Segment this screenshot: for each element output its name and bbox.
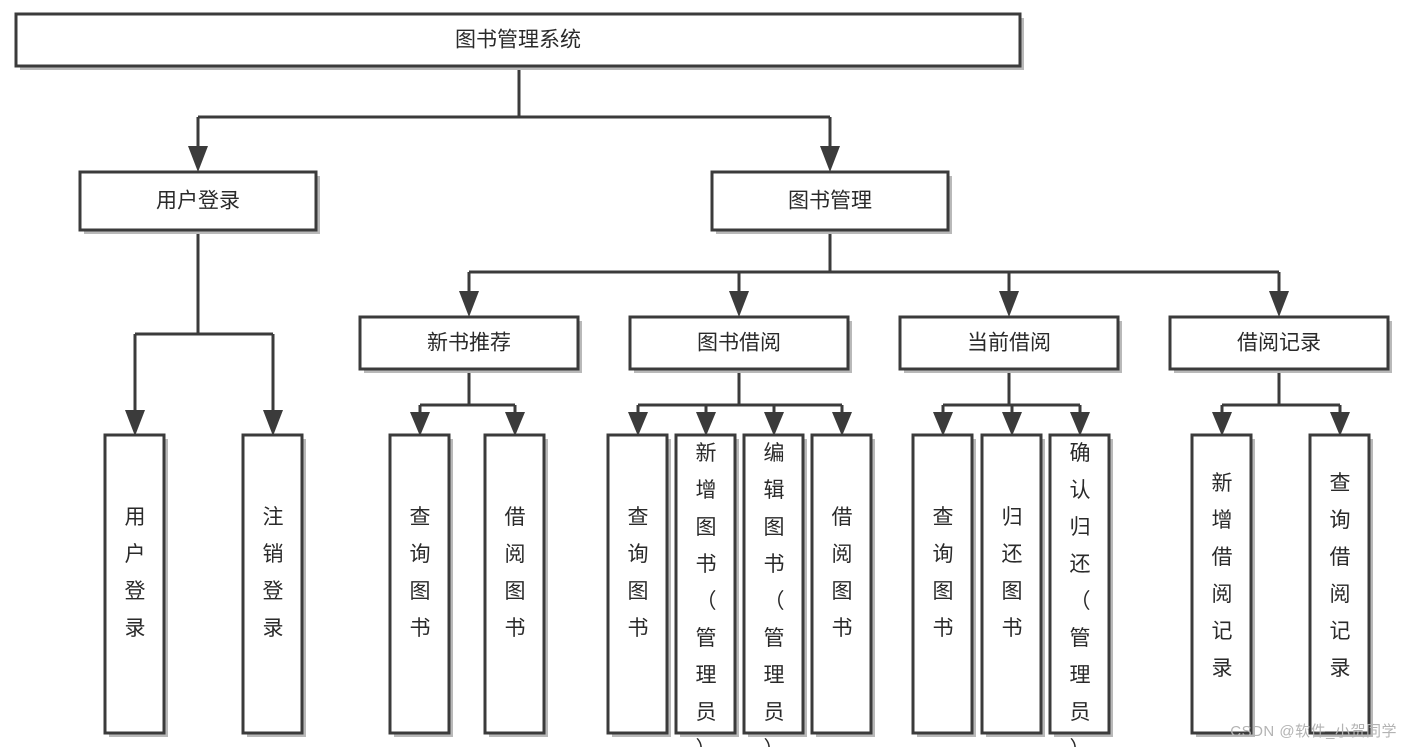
node-new-book-recommend[interactable]: 新书推荐	[358, 315, 582, 373]
leaf-borrow-record-0-label: 新增借阅记录	[1212, 472, 1233, 680]
leaf-book-borrow-1[interactable]: 新增图书（管理员）	[674, 433, 739, 747]
leaf-current-borrow-0[interactable]: 查询图书	[911, 433, 976, 737]
node-user-login-label: 用户登录	[156, 190, 240, 213]
leaf-user-login-0[interactable]: 用户登录	[103, 433, 168, 737]
node-book-management[interactable]: 图书管理	[710, 170, 952, 234]
leaf-book-borrow-3-label: 借阅图书	[832, 506, 853, 640]
csdn-watermark: CSDN @软件_小贺同学	[1230, 723, 1397, 740]
leaf-book-borrow-2-label: 编辑图书（管理员）	[764, 442, 785, 747]
leaf-book-borrow-1-label: 新增图书（管理员）	[696, 442, 717, 747]
node-root-label: 图书管理系统	[455, 29, 581, 52]
leaf-new-book-recommend-0[interactable]: 查询图书	[388, 433, 453, 737]
node-book-borrow[interactable]: 图书借阅	[628, 315, 852, 373]
node-borrow-record-label: 借阅记录	[1237, 332, 1321, 355]
leaf-new-book-recommend-1[interactable]: 借阅图书	[483, 433, 548, 737]
node-new-book-recommend-label: 新书推荐	[427, 332, 511, 355]
leaf-user-login-0-label: 用户登录	[125, 506, 146, 640]
leaf-current-borrow-0-label: 查询图书	[933, 506, 954, 640]
leaf-book-borrow-3[interactable]: 借阅图书	[810, 433, 875, 737]
leaf-user-login-1-label: 注销登录	[263, 506, 284, 640]
node-borrow-record[interactable]: 借阅记录	[1168, 315, 1392, 373]
leaf-borrow-record-1-label: 查询借阅记录	[1330, 472, 1351, 680]
node-root[interactable]: 图书管理系统	[14, 12, 1024, 70]
node-book-borrow-label: 图书借阅	[697, 332, 781, 355]
node-current-borrow[interactable]: 当前借阅	[898, 315, 1122, 373]
leaf-user-login-1[interactable]: 注销登录	[241, 433, 306, 737]
leaf-current-borrow-2-label: 确认归还（管理员）	[1070, 442, 1091, 747]
leaf-current-borrow-1[interactable]: 归还图书	[980, 433, 1045, 737]
leaf-book-borrow-0[interactable]: 查询图书	[606, 433, 671, 737]
arrowhead-layer	[125, 146, 1350, 436]
leaf-current-borrow-2[interactable]: 确认归还（管理员）	[1048, 433, 1113, 747]
leaf-borrow-record-0[interactable]: 新增借阅记录	[1190, 433, 1255, 737]
leaf-current-borrow-1-label: 归还图书	[1002, 506, 1023, 640]
leaf-book-borrow-0-label: 查询图书	[628, 506, 649, 640]
node-current-borrow-label: 当前借阅	[967, 332, 1051, 355]
leaf-borrow-record-1[interactable]: 查询借阅记录	[1308, 433, 1373, 737]
leaf-book-borrow-2[interactable]: 编辑图书（管理员）	[742, 433, 807, 747]
leaf-new-book-recommend-1-label: 借阅图书	[505, 506, 526, 640]
leaf-new-book-recommend-0-label: 查询图书	[410, 506, 431, 640]
node-book-management-label: 图书管理	[788, 190, 872, 213]
node-user-login[interactable]: 用户登录	[78, 170, 320, 234]
